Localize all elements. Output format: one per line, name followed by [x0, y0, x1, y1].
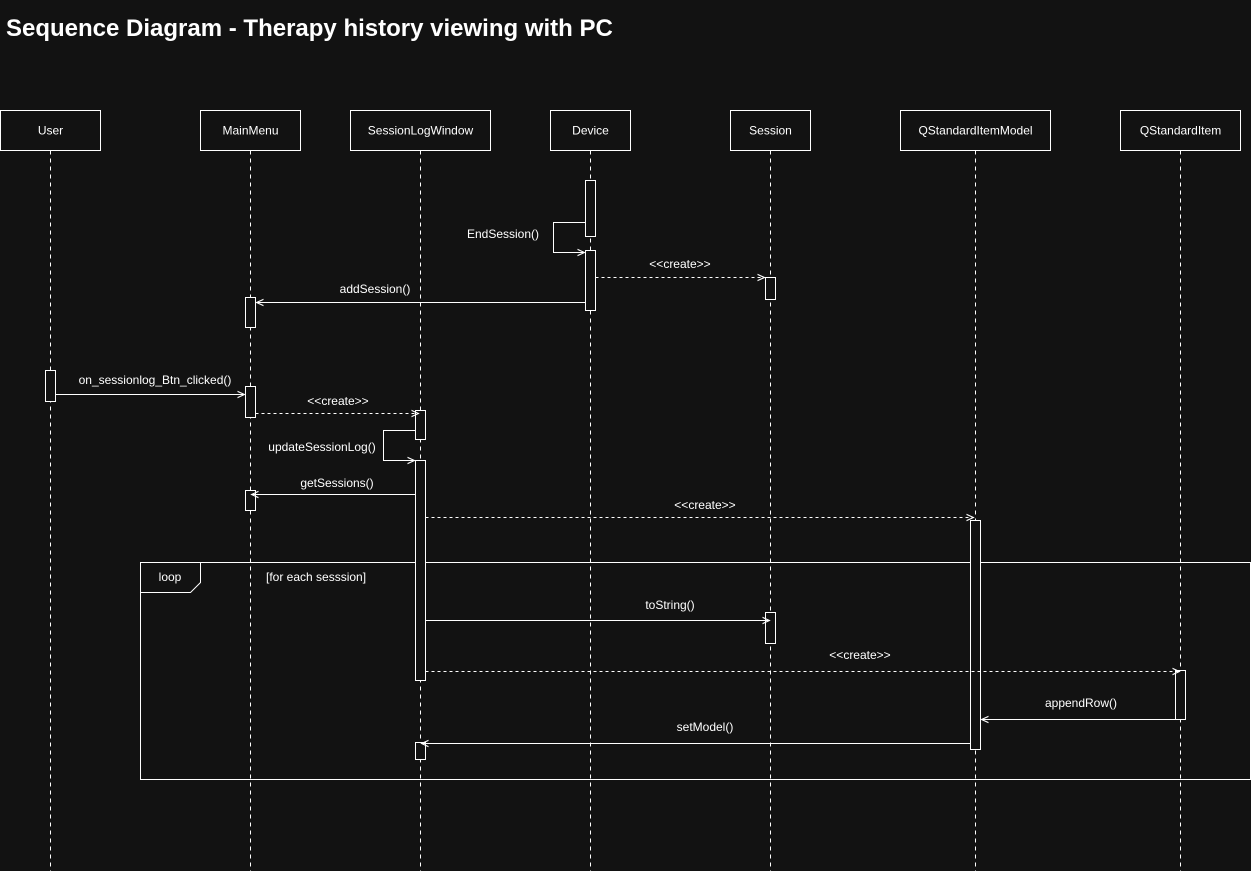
participant-qstandarditemmodel[interactable]: QStandardItemModel	[900, 110, 1051, 871]
activation-bar-device	[585, 180, 596, 237]
message-setmodel: setModel()	[422, 720, 971, 744]
participant-label: MainMenu	[222, 124, 278, 138]
message-endsession: EndSession()	[467, 222, 586, 253]
participant-label: Device	[572, 124, 609, 138]
message-tostring: toString()	[425, 598, 770, 621]
activation-bar-qstandarditemmodel	[970, 520, 981, 750]
message-label: <<create>>	[307, 394, 368, 408]
message-label: <<create>>	[674, 498, 735, 512]
message-label: setModel()	[677, 720, 734, 734]
message-label: EndSession()	[467, 227, 539, 241]
participant-label: User	[38, 124, 63, 138]
participant-label: QStandardItem	[1140, 124, 1221, 138]
message-label: appendRow()	[1045, 696, 1117, 710]
participant-box[interactable]	[1120, 110, 1241, 151]
message-label: on_sessionlog_Btn_clicked()	[79, 373, 232, 387]
message-label: getSessions()	[300, 476, 373, 490]
message-create-sessionlogwindow: <<create>>	[255, 394, 419, 414]
activation-bar-sessionlogwindow	[415, 410, 426, 440]
loop-guard-label: [for each sesssion]	[266, 570, 366, 584]
activation-bar-mainmenu	[245, 297, 256, 328]
participant-box[interactable]	[730, 110, 811, 151]
message-getsessions: getSessions()	[252, 476, 416, 495]
message-appendrow: appendRow()	[982, 696, 1176, 720]
activation-bar-user	[45, 370, 56, 402]
message-updatesessionlog: updateSessionLog()	[268, 430, 416, 461]
message-on-sessionlog-btn-clicked: on_sessionlog_Btn_clicked()	[55, 373, 245, 395]
participant-qstandarditem[interactable]: QStandardItem	[1120, 110, 1241, 871]
message-addsession: addSession()	[257, 282, 586, 303]
loop-operator-tab	[140, 562, 201, 593]
message-label: addSession()	[340, 282, 411, 296]
activation-bar-qstandarditem	[1175, 670, 1186, 720]
self-message-arrow	[383, 430, 416, 461]
loop-operator-label: loop	[159, 570, 182, 584]
diagram-title: Sequence Diagram - Therapy history viewi…	[6, 15, 613, 42]
participant-box[interactable]	[0, 110, 101, 151]
activation-bar-mainmenu	[245, 490, 256, 511]
activation-bar-sessionlogwindow	[415, 742, 426, 760]
message-create-session: <<create>>	[595, 257, 765, 278]
participant-sessionlogwindow[interactable]: SessionLogWindow	[350, 110, 491, 871]
activation-bar-device	[585, 250, 596, 311]
participant-session[interactable]: Session	[730, 110, 811, 871]
activation-bar-sessionlogwindow	[415, 460, 426, 681]
message-label: <<create>>	[649, 257, 710, 271]
message-label: toString()	[645, 598, 694, 612]
activation-bars	[45, 180, 1186, 760]
participant-box[interactable]	[900, 110, 1051, 151]
participant-user[interactable]: User	[0, 110, 101, 871]
activation-bar-mainmenu	[245, 386, 256, 418]
message-create-item: <<create>>	[425, 648, 1180, 672]
activation-bar-session	[765, 612, 776, 644]
participant-box[interactable]	[350, 110, 491, 151]
activation-bar-session	[765, 277, 776, 300]
participant-label: QStandardItemModel	[918, 124, 1032, 138]
message-label: <<create>>	[829, 648, 890, 662]
participant-label: Session	[749, 124, 792, 138]
self-message-arrow	[553, 222, 586, 253]
message-label: updateSessionLog()	[268, 440, 375, 454]
message-create-model: <<create>>	[425, 498, 974, 518]
participant-box[interactable]	[550, 110, 631, 151]
participant-box[interactable]	[200, 110, 301, 151]
participant-device[interactable]: Device	[550, 110, 631, 871]
participant-label: SessionLogWindow	[368, 124, 474, 138]
